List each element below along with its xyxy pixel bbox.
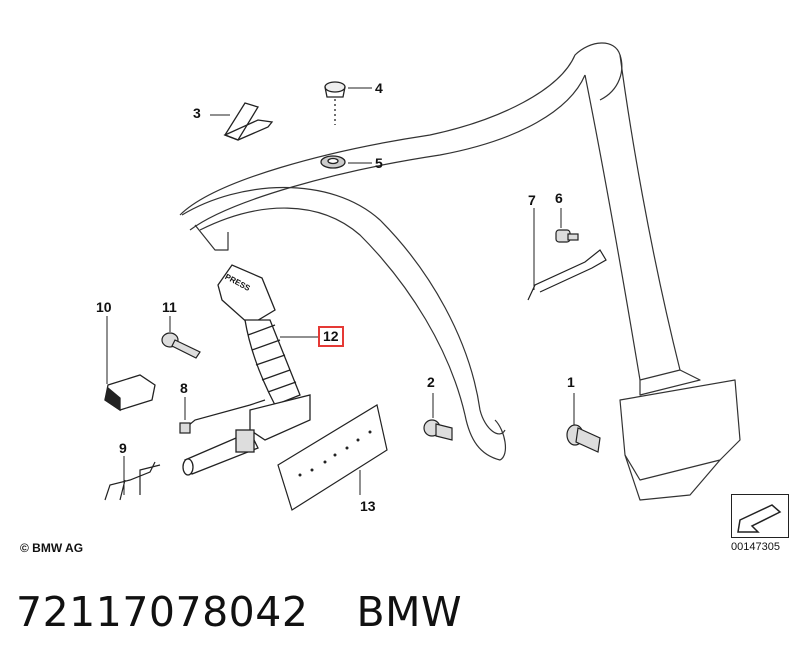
brand-name: BMW (356, 588, 462, 636)
part-10-cover (104, 374, 156, 412)
leader-lines (106, 87, 575, 495)
part-3-clip (223, 102, 274, 141)
part-11-bolt (161, 332, 201, 359)
part-12-buckle (217, 264, 311, 441)
buckle-tube (182, 429, 259, 476)
callout-12-highlighted: 12 (318, 326, 344, 347)
callout-2: 2 (427, 374, 435, 390)
callout-7: 7 (528, 192, 536, 208)
copyright-text: © BMW AG (20, 541, 84, 555)
callout-1: 1 (567, 374, 575, 390)
view-direction-icon (737, 504, 782, 533)
part-9-clip (104, 461, 161, 501)
part-6-bolt (555, 229, 579, 243)
part-1-bolt (566, 424, 601, 453)
callout-8: 8 (180, 380, 188, 396)
callout-10: 10 (96, 299, 112, 315)
callout-6: 6 (555, 190, 563, 206)
part-8-wire (179, 399, 266, 434)
part-7-cable (527, 249, 607, 301)
part-4-button (324, 81, 346, 125)
part-13-label-sheet (277, 404, 388, 511)
bottom-caption: 72117078042 BMW (16, 588, 510, 636)
callout-9: 9 (119, 440, 127, 456)
callout-3: 3 (193, 105, 201, 121)
part-number: 72117078042 (16, 588, 309, 636)
callout-11: 11 (162, 299, 177, 315)
diagram-id: 00147305 (731, 541, 780, 553)
part-5-ring (320, 155, 346, 169)
callout-4: 4 (375, 80, 383, 96)
retractor (619, 379, 741, 481)
parts-diagram (104, 42, 782, 533)
callout-13: 13 (360, 498, 376, 514)
part-2-bolt (423, 419, 453, 441)
callout-5: 5 (375, 155, 383, 171)
view-direction-box (731, 494, 789, 538)
